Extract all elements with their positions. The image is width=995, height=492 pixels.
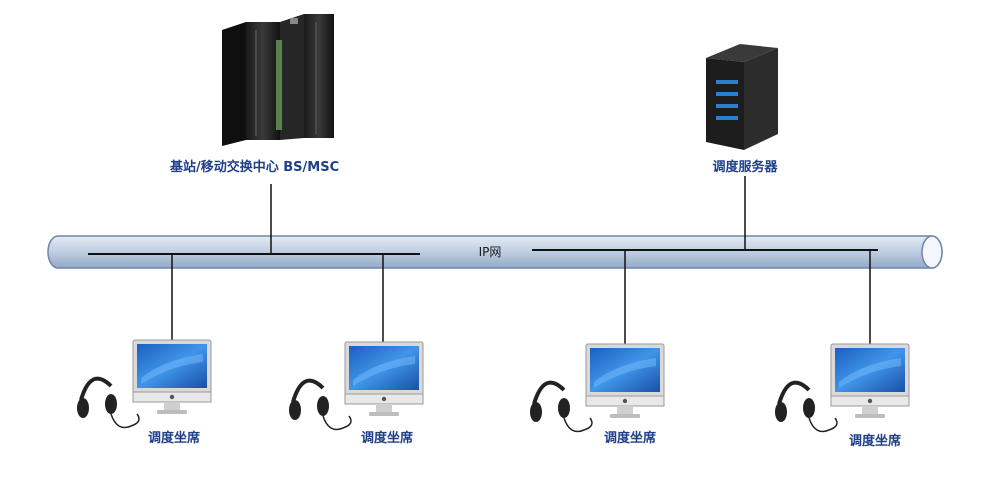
workstation-icon <box>773 342 911 434</box>
seat-label-3: 调度坐席 <box>603 431 657 446</box>
ip-network-label: IP网 <box>478 245 502 259</box>
dispatch-server-label: 调度服务器 <box>712 160 778 175</box>
workstation-icon <box>287 340 425 432</box>
bs-msc-label: 基站/移动交换中心 BS/MSC <box>170 160 340 175</box>
seat-label-4: 调度坐席 <box>848 434 902 449</box>
seat-label-1: 调度坐席 <box>147 431 201 446</box>
rack-server-icon <box>222 14 334 146</box>
seat-label-2: 调度坐席 <box>360 431 414 446</box>
workstation-icon <box>528 342 666 434</box>
workstation-icon <box>75 338 213 430</box>
tower-server-icon <box>706 44 778 150</box>
